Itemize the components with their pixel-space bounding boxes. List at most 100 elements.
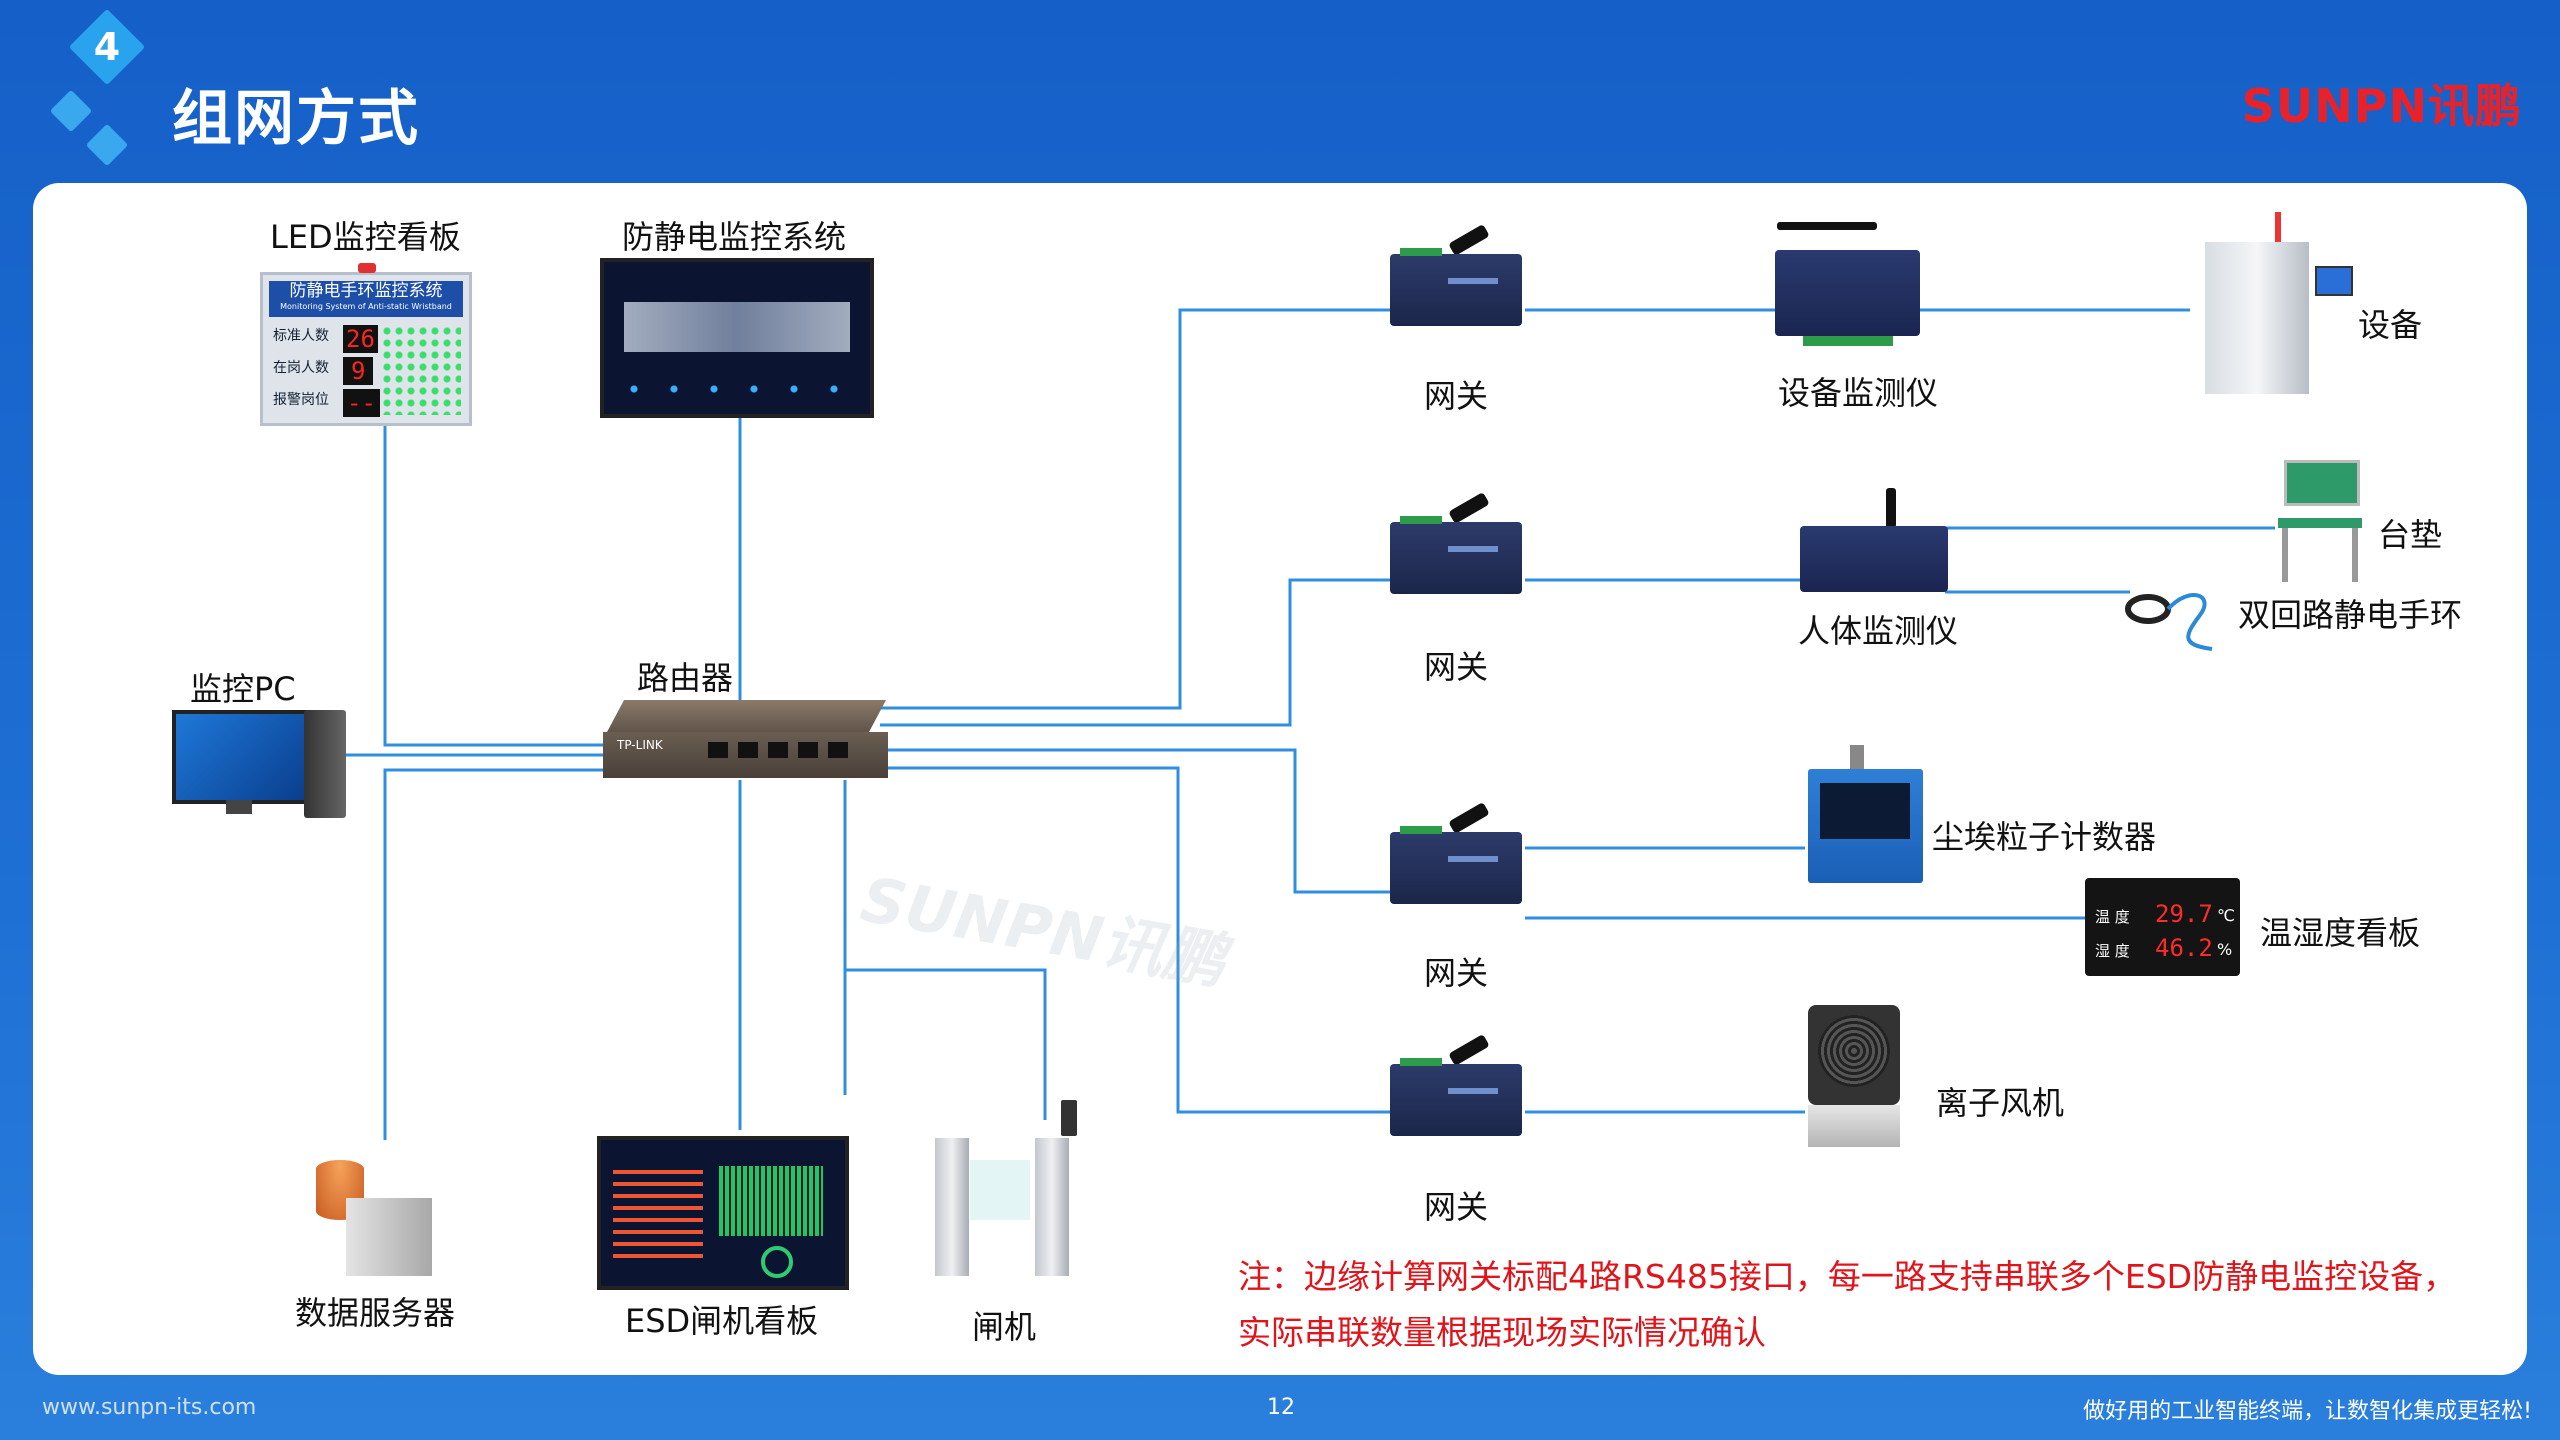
gateway-3: [1390, 801, 1522, 922]
slide-number: 4: [93, 25, 121, 69]
pc-tower: [304, 710, 346, 818]
esd-system-screen: [600, 258, 874, 418]
led-board: 防静电手环监控系统 Monitoring System of Anti-stat…: [260, 263, 472, 426]
gate-wing: [970, 1160, 1030, 1220]
led-row-label: 在岗人数: [273, 360, 329, 376]
bar-chart-thumb: [719, 1166, 823, 1236]
router-top: [605, 700, 887, 734]
esd-gate-board-screen: [597, 1136, 849, 1290]
page-title: 组网方式: [172, 84, 420, 154]
antenna-icon: [1777, 222, 1877, 230]
temp-humidity-label: 温湿度看板: [2260, 914, 2421, 952]
humidity-label: 湿 度: [2095, 942, 2130, 960]
equipment-machine: [2205, 212, 2355, 394]
humidity-value: 46.2: [2155, 934, 2213, 962]
bench-shelf: [2284, 460, 2360, 506]
note-line-1: 注：边缘计算网关标配4路RS485接口，每一路支持串联多个ESD防静电监控设备，: [1238, 1257, 2457, 1296]
led-row-value: --: [343, 389, 380, 417]
ion-fan-housing: [1808, 1005, 1900, 1105]
pc-monitor: [172, 710, 308, 804]
gateway-terminal: [1400, 248, 1442, 256]
gateway-label-plate: [1448, 1088, 1498, 1094]
gateway-label-plate: [1448, 546, 1498, 552]
gate-label: 闸机: [972, 1308, 1037, 1346]
esd-gate-board-label: ESD闸机看板: [625, 1302, 819, 1340]
footer-url: www.sunpn-its.com: [42, 1395, 257, 1420]
mat-label: 台垫: [2378, 516, 2443, 554]
anti-static-mat-bench: [2278, 460, 2362, 582]
gateway-body: [1390, 254, 1522, 326]
server-box: [346, 1198, 432, 1276]
bench-mat: [2278, 518, 2362, 528]
equipment-monitor: [1775, 222, 1920, 350]
gateway-label-plate: [1448, 278, 1498, 284]
temp-value: 29.7: [2155, 900, 2213, 928]
monitor-pc: [172, 710, 347, 820]
router-front: TP-LINK: [603, 732, 888, 778]
particle-counter-screen: [1820, 783, 1910, 839]
gateway-4-label: 网关: [1424, 1188, 1489, 1226]
particle-counter-inlet: [1850, 745, 1864, 771]
brand-logo: SUNPN讯鹏: [2241, 79, 2522, 133]
led-row: 标准人数 26: [273, 325, 383, 357]
production-line-image: [624, 302, 850, 352]
particle-counter: [1808, 745, 1923, 885]
equipment-monitor-label: 设备监测仪: [1778, 374, 1939, 412]
list-thumb: [613, 1170, 703, 1260]
monitor-body: [1800, 526, 1948, 592]
footer-slogan: 做好用的工业智能终端，让数智化集成更轻松!: [2083, 1399, 2532, 1424]
led-row: 报警岗位 --: [273, 389, 383, 421]
particle-counter-body: [1808, 769, 1923, 883]
gateway-3-label: 网关: [1424, 954, 1489, 992]
gateway-terminal: [1400, 826, 1442, 834]
gateway-1-label: 网关: [1424, 377, 1489, 415]
gateway-body: [1390, 1064, 1522, 1136]
led-panel-subtitle: Monitoring System of Anti-static Wristba…: [280, 302, 452, 311]
human-body-monitor: [1800, 488, 1948, 596]
gateway-label-plate: [1448, 856, 1498, 862]
particle-counter-label: 尘埃粒子计数器: [1932, 818, 2157, 856]
ion-fan: [1808, 1005, 1900, 1147]
data-server: [316, 1160, 434, 1276]
machine-signal-light: [2275, 212, 2281, 242]
turnstile-gate: [935, 1100, 1085, 1290]
temp-unit: ℃: [2217, 906, 2235, 925]
gateway-body: [1390, 832, 1522, 904]
bench-leg: [2282, 528, 2288, 582]
led-panel-header: 防静电手环监控系统 Monitoring System of Anti-stat…: [269, 281, 463, 317]
ion-fan-base: [1808, 1105, 1900, 1147]
gate-post-right: [1035, 1138, 1069, 1276]
antenna-icon: [1886, 488, 1896, 528]
donut-thumb: [761, 1246, 793, 1278]
monitor-pc-label: 监控PC: [190, 670, 296, 708]
esd-system-label: 防静电监控系统: [622, 218, 847, 256]
wrist-strap-label: 双回路静电手环: [2238, 596, 2463, 634]
monitor-terminal: [1803, 336, 1893, 346]
gateway-2: [1390, 491, 1522, 612]
machine-cabinet: [2205, 242, 2309, 394]
temp-label: 温 度: [2095, 908, 2130, 926]
humidity-unit: %: [2217, 940, 2233, 959]
monitor-body: [1775, 250, 1920, 336]
gateway-1: [1390, 223, 1522, 344]
alarm-light: [358, 263, 376, 273]
led-panel-rows: 标准人数 26 在岗人数 9 报警岗位 --: [273, 325, 383, 421]
status-icons: [614, 382, 860, 396]
led-indicator-grid: [381, 325, 461, 415]
gateway-body: [1390, 522, 1522, 594]
pc-stand: [226, 800, 252, 814]
gateway-2-label: 网关: [1424, 648, 1489, 686]
led-row-label: 报警岗位: [273, 392, 329, 408]
router-ports: [708, 742, 858, 758]
router-label: 路由器: [637, 659, 734, 697]
equipment-label: 设备: [2358, 306, 2423, 344]
led-row-value: 9: [343, 357, 374, 385]
bench-leg: [2352, 528, 2358, 582]
page-number: 12: [1267, 1395, 1295, 1420]
note-line-2: 实际串联数量根据现场实际情况确认: [1238, 1313, 1766, 1352]
led-row-label: 标准人数: [273, 328, 329, 344]
ion-fan-grille: [1818, 1015, 1890, 1087]
router-brand: TP-LINK: [617, 738, 663, 752]
router: TP-LINK: [603, 700, 888, 782]
